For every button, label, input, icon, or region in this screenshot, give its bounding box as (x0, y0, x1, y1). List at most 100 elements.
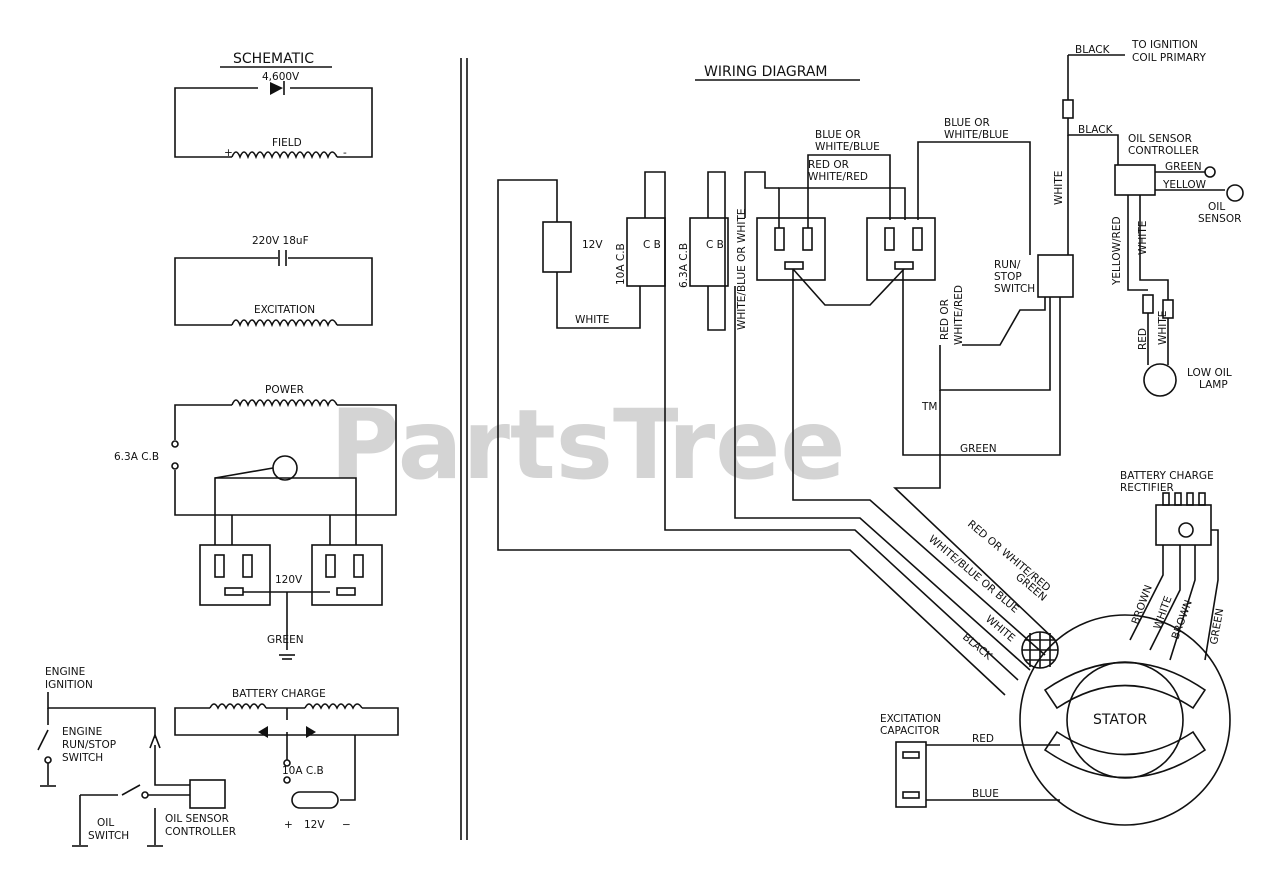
wiring-section: WIRING DIAGRAM BLACK TO IGNITION COIL PR… (497, 39, 1244, 826)
field-circuit: 4,600V FIELD + - (174, 71, 373, 160)
wd-green-2: GREEN (960, 443, 997, 455)
harness-white-label: WHITE (983, 613, 1017, 644)
wd-12v-label: 12V (582, 239, 603, 251)
run-stop-label-3: SWITCH (62, 752, 103, 764)
wd-yellow-red-v: YELLOW/RED (1111, 216, 1123, 286)
battery-charge-label: BATTERY CHARGE (232, 688, 326, 700)
exc-cap-label-2: CAPACITOR (880, 725, 940, 737)
field-coil (231, 151, 338, 160)
wd-run-stop-3: SWITCH (994, 283, 1035, 295)
wd-cb-label: C B (643, 239, 661, 251)
excitation-label: EXCITATION (254, 304, 315, 316)
schematic-title: SCHEMATIC (233, 51, 314, 67)
wd-run-stop-2: STOP (994, 271, 1022, 283)
bcr-label-1: BATTERY CHARGE (1120, 470, 1214, 482)
bcr-body (1155, 504, 1212, 546)
wd-receptacle-right (866, 217, 936, 281)
cb10-label: 10A C.B (282, 765, 324, 777)
engine-ignition-label: ENGINE (45, 666, 85, 678)
exc-capacitor-body (895, 741, 927, 808)
oil-switch-label-1: OIL (97, 817, 114, 829)
wd-red-white-v2: WHITE/RED (953, 285, 965, 345)
wd-white-label: WHITE (575, 314, 609, 326)
receptacle-left (199, 544, 271, 606)
battery-charge-circuit: BATTERY CHARGE 10A C.B 12V + − (174, 688, 399, 831)
engine-ignition-label-2: IGNITION (45, 679, 93, 691)
wd-white-v3: WHITE (1157, 311, 1169, 345)
low-oil-lamp-icon (1143, 363, 1177, 397)
wd-red-white-1: RED OR (808, 159, 849, 171)
wd-receptacle-left (756, 217, 826, 281)
run-stop-label-1: ENGINE (62, 726, 102, 738)
wd-cb63-label: 6.3A C.B (678, 243, 690, 288)
watermark-tm: TM (921, 401, 937, 413)
battery-terminal (291, 791, 339, 809)
black-label-2: BLACK (1078, 124, 1114, 136)
harness-grommet (1021, 631, 1059, 669)
wd-white-blue-white-v: WHITE/BLUE OR WHITE (736, 209, 748, 330)
wd-oil-ctrl-1: OIL SENSOR (1128, 133, 1192, 145)
wd-cb10-label: 10A C.B (615, 243, 627, 285)
wd-white-v: WHITE (1053, 171, 1065, 205)
wd-oil-ctrl-2: CONTROLLER (1128, 145, 1199, 157)
wiring-title: WIRING DIAGRAM (704, 64, 828, 80)
excitation-circuit: 220V 18uF EXCITATION (174, 235, 373, 328)
oil-sensor-controller (1114, 164, 1156, 196)
v120-label: 120V (275, 574, 303, 586)
power-label: POWER (265, 384, 304, 396)
wd-blue-white-3: BLUE OR (944, 117, 990, 129)
oil-sensor-label-1: OIL (1208, 201, 1225, 213)
v12-label: 12V (304, 819, 325, 831)
wd-yellow-label: YELLOW (1162, 179, 1207, 191)
exc-cap-label-1: EXCITATION (880, 713, 941, 725)
wd-blue-white-4: WHITE/BLUE (944, 129, 1009, 141)
stator: STATOR (1019, 614, 1231, 826)
wd-cb2-label: C B (706, 239, 724, 251)
diode-rating-label: 4,600V (262, 71, 300, 83)
svg-text:+: + (284, 819, 293, 831)
green3-label: GREEN (1208, 607, 1226, 645)
svg-text:−: − (342, 819, 351, 831)
wd-red-label: RED (972, 733, 994, 745)
black-label-top: BLACK (1075, 44, 1111, 56)
excitation-coil (231, 319, 338, 328)
oil-switch-label-2: SWITCH (88, 830, 129, 842)
power-coil (231, 399, 338, 408)
wd-run-stop-1: RUN/ (994, 259, 1021, 271)
field-label: FIELD (272, 137, 302, 149)
run-stop-label-2: RUN/STOP (62, 739, 116, 751)
wd-red-white-v: RED OR (939, 299, 951, 340)
oil-sensor-label-2: SENSOR (1198, 213, 1241, 225)
field-plus: + (224, 147, 233, 159)
oil-ctrl-label-1: OIL SENSOR (165, 813, 229, 825)
oil-sensor-controller-box (189, 779, 226, 809)
wd-green-label: GREEN (1165, 161, 1202, 173)
lamp-icon (272, 455, 298, 481)
wd-red-white-2: WHITE/RED (808, 171, 868, 183)
wd-blue-label: BLUE (972, 788, 999, 800)
low-oil-label-1: LOW OIL (1187, 367, 1232, 379)
wd-red-v: RED (1137, 328, 1149, 350)
wd-white-v2: WHITE (1137, 221, 1149, 255)
to-ignition-label-1: TO IGNITION (1131, 39, 1198, 51)
ignition-circuit: ENGINE IGNITION ENGINE RUN/STOP SWITCH O… (37, 666, 236, 847)
schematic-section: SCHEMATIC 4,600V FIELD + - 220V 18uF EXC… (37, 51, 399, 847)
watermark: PartsTree (330, 389, 845, 501)
to-ignition-label-2: COIL PRIMARY (1132, 52, 1206, 64)
brown1-label: BROWN (1130, 583, 1155, 626)
low-oil-label-2: LAMP (1199, 379, 1228, 391)
field-minus: - (343, 147, 347, 159)
stator-label: STATOR (1093, 712, 1147, 728)
wd-blue-white-1: BLUE OR (815, 129, 861, 141)
schematic-green-label: GREEN (267, 634, 304, 646)
wd-blue-white-2: WHITE/BLUE (815, 141, 880, 153)
bcr-label-2: RECTIFIER (1120, 482, 1174, 494)
diode-symbol (270, 82, 283, 95)
capacitor-label: 220V 18uF (252, 235, 309, 247)
run-stop-switch (1037, 254, 1074, 298)
cb63-label: 6.3A C.B (114, 451, 159, 463)
power-circuit: POWER 6.3A C.B 120V GREEN (114, 384, 397, 660)
wd-10a-cb (626, 217, 666, 287)
oil-ctrl-label-2: CONTROLLER (165, 826, 236, 838)
